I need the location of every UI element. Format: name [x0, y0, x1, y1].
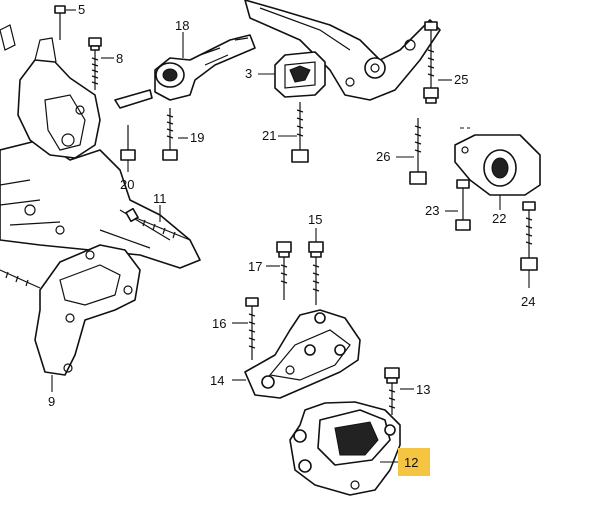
bolt-16	[232, 297, 259, 360]
bracket-22	[454, 127, 541, 210]
stud-11	[125, 205, 191, 241]
bolt-8	[88, 37, 114, 90]
callout-13[interactable]: 13	[416, 382, 430, 397]
callout-3[interactable]: 3	[245, 66, 252, 81]
callout-20[interactable]: 20	[120, 177, 134, 192]
callout-23[interactable]: 23	[425, 203, 439, 218]
callout-22[interactable]: 22	[492, 211, 506, 226]
highlight-box-12	[398, 448, 430, 476]
mount-bracket-14	[232, 309, 361, 399]
gearbox-mount-12	[289, 401, 401, 496]
callout-11[interactable]: 11	[153, 191, 167, 206]
callout-12[interactable]: 12	[404, 455, 418, 470]
bolt-25	[423, 40, 452, 104]
callout-16[interactable]: 16	[212, 316, 226, 331]
callout-14[interactable]: 14	[210, 373, 224, 388]
bolt-13	[384, 367, 414, 415]
callout-5[interactable]: 5	[78, 2, 85, 17]
callout-17[interactable]: 17	[248, 259, 262, 274]
callout-9[interactable]: 9	[48, 394, 55, 409]
callout-19[interactable]: 19	[190, 130, 204, 145]
callout-25[interactable]: 25	[454, 72, 468, 87]
lower-left-bracket-9	[0, 244, 141, 392]
callout-15[interactable]: 15	[308, 212, 322, 227]
left-mount-bracket	[0, 24, 101, 159]
subframe-top	[244, 0, 441, 101]
bolt-17	[266, 241, 292, 300]
bushing-3	[258, 51, 326, 98]
callout-26[interactable]: 26	[376, 149, 390, 164]
bolt-21	[278, 102, 309, 163]
bolt-19	[162, 108, 188, 161]
callout-8[interactable]: 8	[116, 51, 123, 66]
torque-rod-18	[114, 32, 256, 109]
bolt-20	[120, 125, 136, 172]
bolt-15	[308, 228, 324, 305]
bolt-26	[396, 118, 427, 185]
bolt-5	[54, 5, 76, 40]
bolt-24	[520, 201, 538, 288]
callout-24[interactable]: 24	[521, 294, 535, 309]
bolt-23	[445, 179, 471, 231]
callout-21[interactable]: 21	[262, 128, 276, 143]
callout-18[interactable]: 18	[175, 18, 189, 33]
